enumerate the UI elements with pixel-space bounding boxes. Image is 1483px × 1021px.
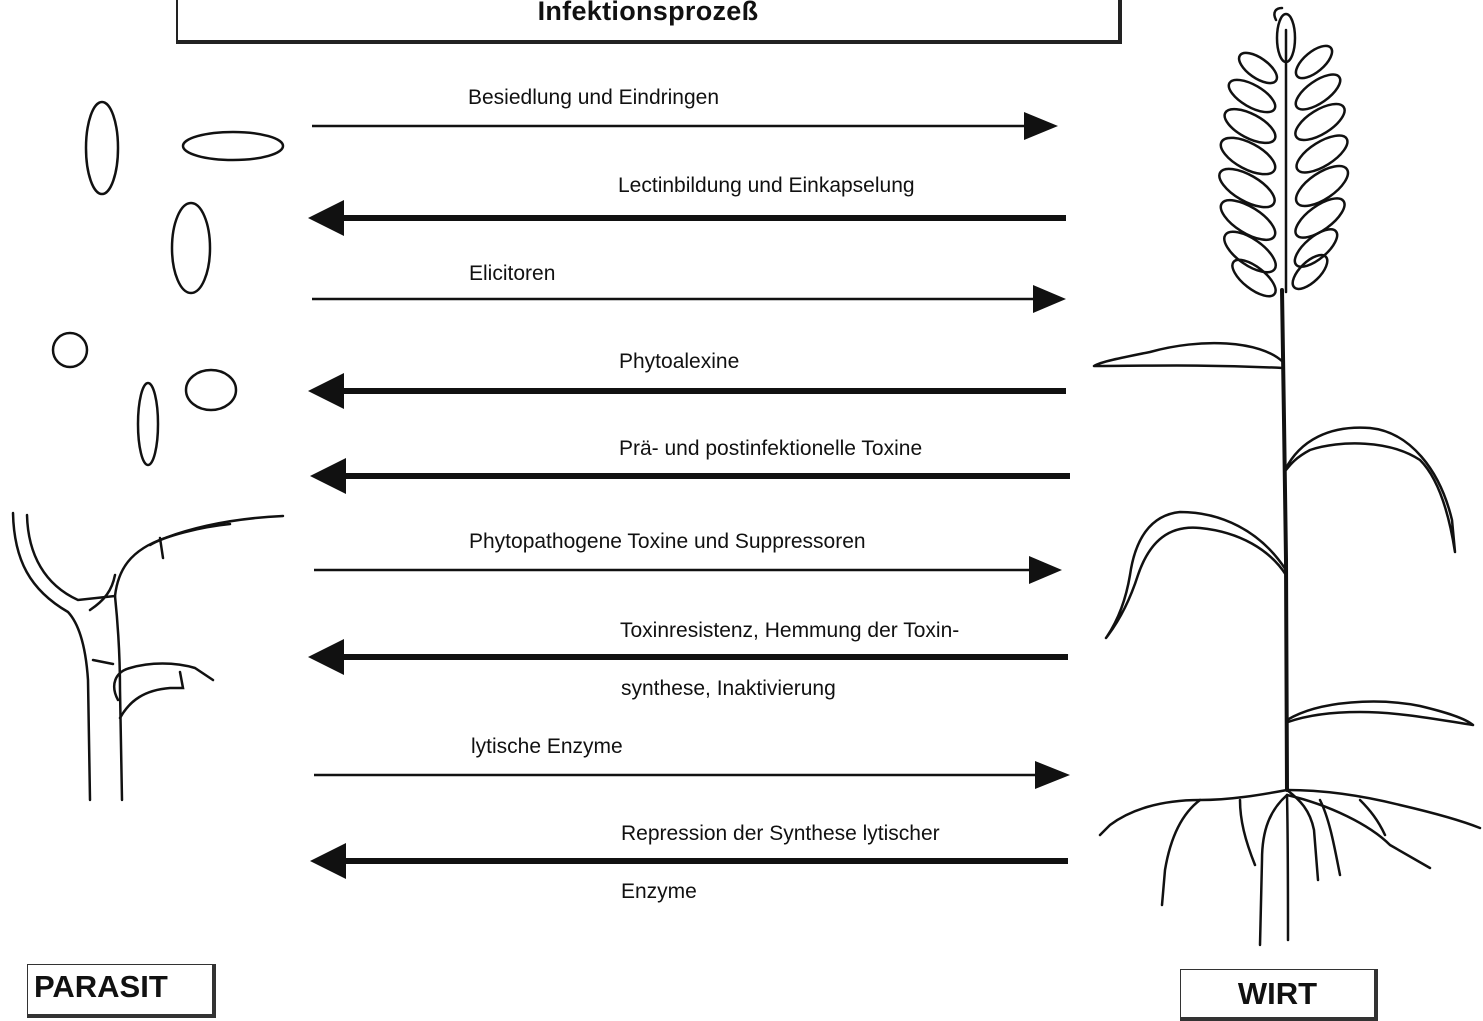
interaction-label: Besiedlung und Eindringen (468, 87, 719, 108)
arrow-to-host (314, 761, 1070, 789)
spore (172, 203, 210, 293)
arrow-to-host (312, 112, 1058, 140)
spore (86, 102, 118, 194)
interaction-label: Repression der Synthese lytischer (621, 823, 940, 844)
interaction-label: lytische Enzyme (471, 736, 623, 757)
interaction-label: Elicitoren (469, 263, 555, 284)
arrow-to-parasite (308, 639, 1068, 675)
parasite-label: PARASIT (34, 969, 168, 1004)
interaction-label: Prä- und postinfektionelle Toxine (619, 438, 922, 459)
interaction-label: Phytoalexine (619, 351, 739, 372)
interaction-label: Toxinresistenz, Hemmung der Toxin- (620, 620, 959, 641)
spore (53, 333, 87, 367)
spore (183, 132, 283, 160)
arrow-to-parasite (310, 458, 1070, 494)
parasite-illustration (0, 0, 300, 820)
host-label: WIRT (1238, 976, 1317, 1011)
arrow-to-parasite (308, 200, 1066, 236)
arrow-to-parasite (308, 373, 1066, 409)
spore (138, 383, 158, 465)
interaction-label: Phytopathogene Toxine und Suppressoren (469, 531, 866, 552)
parasite-label-box: PARASIT (27, 964, 216, 1018)
interaction-label-continued: Enzyme (621, 881, 697, 902)
arrow-to-host (312, 285, 1066, 313)
interaction-label: Lectinbildung und Einkapselung (618, 175, 915, 196)
interaction-label-continued: synthese, Inaktivierung (621, 678, 836, 699)
hypha (13, 513, 283, 800)
arrow-to-host (314, 556, 1062, 584)
spore (186, 370, 236, 410)
arrow-to-parasite (310, 843, 1068, 879)
host-label-box: WIRT (1180, 969, 1378, 1021)
